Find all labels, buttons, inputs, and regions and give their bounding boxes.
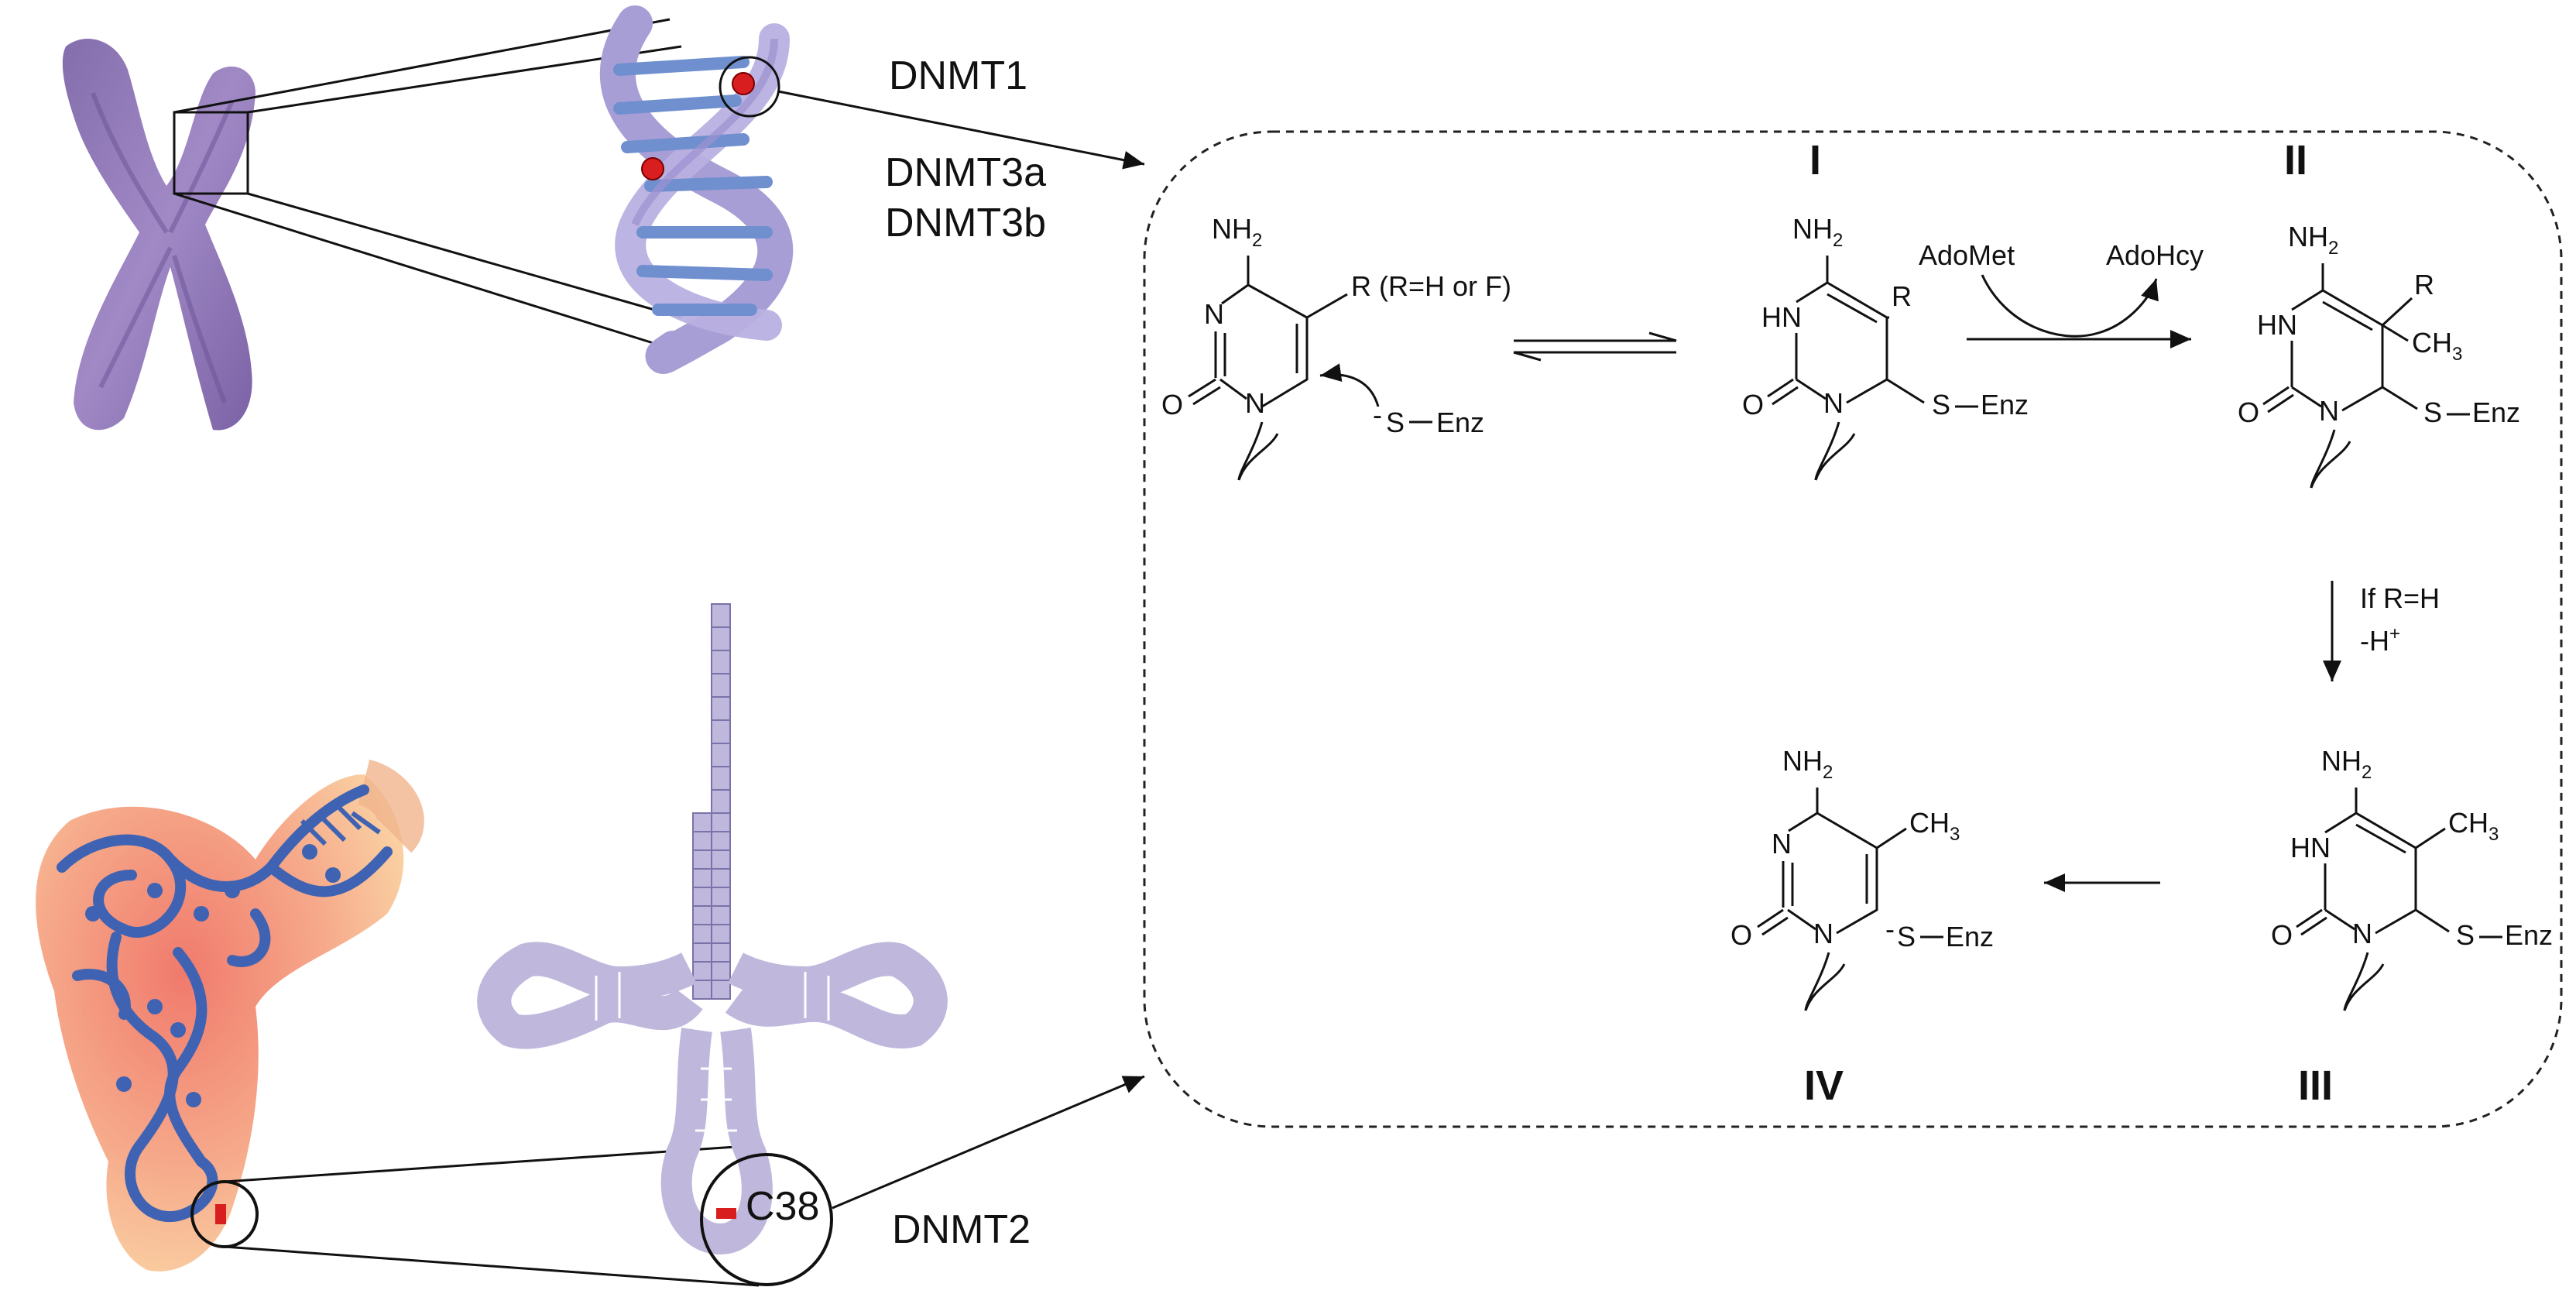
svg-text:S: S — [1932, 389, 1950, 420]
label-dnmt1: DNMT1 — [889, 53, 1027, 98]
methyl-transfer-arrow: AdoMet AdoHcy — [1919, 239, 2204, 348]
svg-text:NH2: NH2 — [1212, 213, 1262, 251]
svg-text:N: N — [1772, 828, 1792, 860]
released-thiolate-charge: - — [1885, 913, 1895, 945]
structure-iv: NH2 N N O CH3 - S Enz — [1730, 745, 1994, 1011]
site-highlight-circle — [719, 56, 780, 118]
proton-loss: -H+ — [2360, 623, 2400, 657]
svg-text:N: N — [1245, 387, 1265, 419]
svg-text:O: O — [1730, 919, 1752, 951]
svg-text:R: R — [1892, 280, 1912, 312]
arrow-dna-to-mechanism — [777, 90, 1145, 170]
svg-text:NH2: NH2 — [1782, 745, 1833, 783]
structure-iii: NH2 HN N O CH3 S Enz — [2271, 745, 2553, 1011]
label-c38: C38 — [746, 1184, 819, 1229]
svg-text:O: O — [1742, 389, 1764, 420]
trna-site-marker — [215, 1204, 226, 1224]
svg-text:N: N — [1204, 298, 1224, 330]
svg-text:N: N — [1813, 918, 1833, 949]
trna-3d-illustration — [36, 759, 424, 1272]
svg-text:NH2: NH2 — [1792, 213, 1843, 251]
svg-text:AdoMet: AdoMet — [1919, 239, 2015, 271]
trna-d-arm — [477, 942, 703, 1049]
svg-text:R: R — [2414, 269, 2434, 300]
svg-text:R (R=H or F): R (R=H or F) — [1351, 270, 1511, 302]
c38-marker — [716, 1208, 736, 1219]
zoom-box — [173, 111, 249, 195]
structure-cytosine: NH2 N N O R (R=H or F) - S Enz — [1161, 213, 1511, 481]
svg-text:CH3: CH3 — [2412, 327, 2462, 365]
svg-text:S: S — [2423, 396, 2442, 428]
mechanism-panel — [1143, 130, 2563, 1128]
structure-ii: NH2 HN N O R CH3 S Enz — [2238, 221, 2520, 489]
step-label-iv: IV — [1804, 1062, 1844, 1109]
svg-text:HN: HN — [1761, 301, 1802, 333]
svg-text:S: S — [2456, 919, 2475, 951]
svg-text:O: O — [2238, 396, 2259, 428]
svg-text:O: O — [2271, 919, 2293, 951]
svg-text:HN: HN — [2290, 832, 2331, 863]
trna-t-arm — [725, 942, 948, 1048]
thiolate-charge: - — [1373, 399, 1382, 431]
trna-base-pairs — [595, 972, 830, 1132]
step-label-i: I — [1809, 137, 1821, 184]
dna-helix-illustration — [599, 5, 794, 374]
equilibrium-arrow — [1513, 331, 1677, 362]
svg-text:S: S — [1386, 407, 1405, 438]
methylation-site-dot — [641, 157, 664, 180]
arrow-trna-to-mechanism — [832, 1075, 1145, 1210]
svg-text:N: N — [2319, 395, 2339, 427]
structure-i: NH2 HN N O R S Enz — [1742, 213, 2029, 481]
svg-text:Enz: Enz — [2472, 396, 2520, 428]
label-dnmt3a: DNMT3a — [885, 150, 1046, 195]
svg-text:O: O — [1161, 389, 1183, 420]
trna-cloverleaf-illustration — [692, 603, 731, 1000]
c38-highlight-circle — [700, 1153, 833, 1286]
label-dnmt2: DNMT2 — [892, 1207, 1031, 1252]
svg-text:N: N — [2352, 918, 2372, 949]
step-label-iii: III — [2298, 1062, 2333, 1109]
trna-anticodon-arm — [660, 1028, 773, 1255]
svg-text:Enz: Enz — [1436, 407, 1484, 438]
svg-text:N: N — [1823, 387, 1844, 419]
methylation-site-dot — [732, 72, 755, 95]
svg-text:AdoHcy: AdoHcy — [2106, 239, 2204, 271]
label-dnmt3b: DNMT3b — [885, 201, 1046, 245]
svg-text:Enz: Enz — [1981, 389, 2029, 420]
svg-text:HN: HN — [2257, 309, 2297, 341]
svg-text:Enz: Enz — [2505, 919, 2553, 951]
svg-text:S: S — [1897, 921, 1916, 952]
step-label-ii: II — [2284, 137, 2307, 184]
svg-text:NH2: NH2 — [2288, 221, 2338, 259]
svg-text:CH3: CH3 — [1909, 807, 1960, 845]
zoom-lines-dna — [173, 18, 682, 346]
chromosome-illustration — [62, 39, 256, 431]
svg-text:Enz: Enz — [1946, 921, 1994, 952]
zoom-lines-trna — [224, 1145, 760, 1287]
condition-r-equals-h: If R=H — [2360, 582, 2440, 614]
svg-text:CH3: CH3 — [2448, 807, 2499, 845]
svg-text:NH2: NH2 — [2321, 745, 2372, 783]
